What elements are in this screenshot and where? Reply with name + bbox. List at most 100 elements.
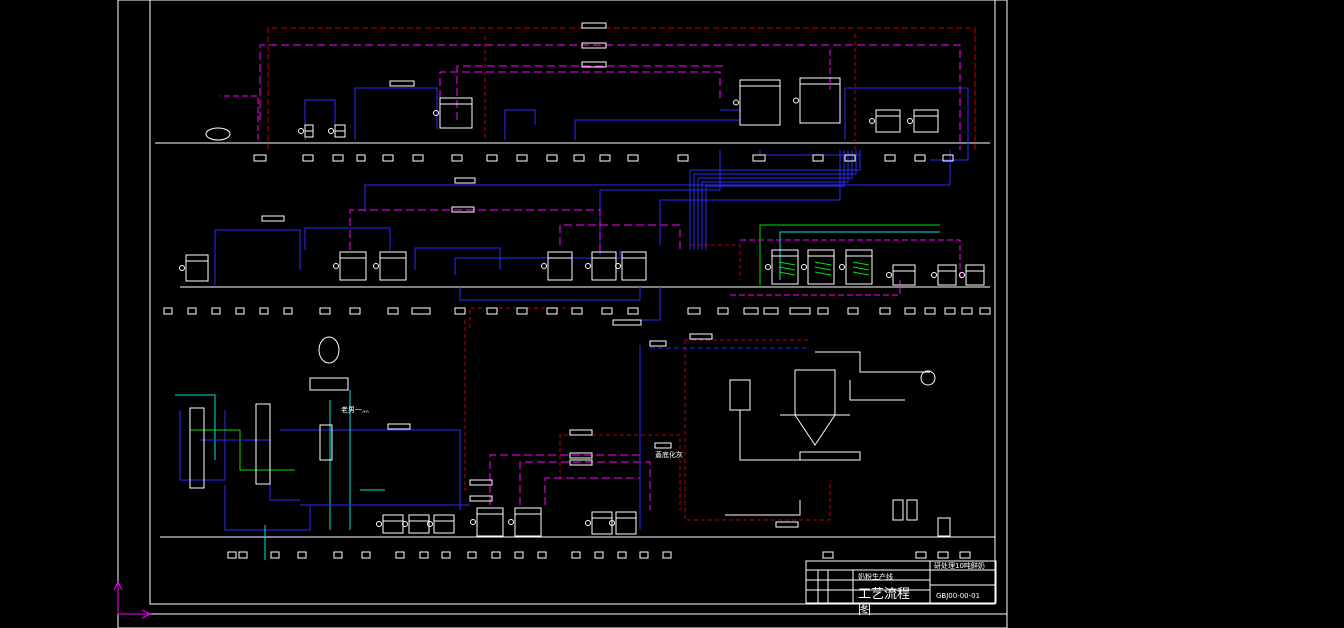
tag-box-29 (411, 307, 431, 315)
tag-box-31 (486, 307, 498, 315)
heater-box (729, 379, 751, 411)
drawing-title-suffix: 图 (858, 603, 872, 618)
tag-box-65 (617, 551, 627, 559)
tag-box-37 (687, 307, 701, 315)
title-block (805, 560, 997, 604)
tag-box-49 (979, 307, 991, 315)
evap-blue-3 (224, 485, 311, 531)
outer-border (117, 0, 1008, 628)
ucs-axes (117, 582, 150, 615)
tag-box-74 (581, 61, 607, 68)
coil-1-0 (814, 261, 832, 266)
tag-box-41 (789, 307, 811, 315)
tag-box-16 (844, 154, 856, 162)
transfer-line-4 (705, 150, 845, 250)
tag-box-84 (569, 459, 593, 466)
row3-tank-4 (514, 507, 542, 537)
tag-box-3 (356, 154, 366, 162)
valve (765, 264, 771, 270)
steam-row3-e (559, 434, 681, 510)
equipment-symbols (179, 77, 985, 537)
valve (931, 272, 937, 278)
row3-tank-1 (408, 514, 430, 534)
project-name: 研处理10吨鲜奶 (934, 562, 985, 570)
transfer-line-2 (697, 150, 853, 250)
row1-tank-2 (799, 77, 841, 124)
coil-2-2 (852, 271, 870, 276)
drawing-title: 工艺流程 (858, 587, 911, 602)
product-line-row2-2 (414, 247, 501, 270)
tag-box-36 (627, 307, 639, 315)
cip-row2b (559, 224, 681, 250)
tag-box-22 (211, 307, 221, 315)
tag-box-81 (649, 340, 667, 347)
tag-box-85 (469, 479, 493, 486)
tag-box-39 (743, 307, 759, 315)
tag-box-5 (412, 154, 424, 162)
tag-box-12 (627, 154, 639, 162)
tag-box-26 (319, 307, 331, 315)
valve (433, 110, 439, 116)
row1-tank-0 (439, 97, 473, 129)
valve (179, 265, 185, 271)
row2-tank-9 (807, 249, 835, 285)
valve (376, 521, 382, 527)
blue-row2-up (659, 150, 841, 245)
row2-tank-8 (771, 249, 799, 285)
tag-box-35 (601, 307, 613, 315)
row2-tank-11 (892, 264, 916, 286)
row3-tank-6 (615, 511, 637, 535)
tag-box-75 (389, 80, 415, 87)
chilled-water-supply (759, 224, 940, 285)
tag-box-4 (382, 154, 394, 162)
ucs-x-arrow (141, 609, 152, 619)
tag-box-30 (454, 307, 466, 315)
tag-box-23 (235, 307, 245, 315)
tag-box-87 (387, 423, 411, 430)
powder-line (725, 500, 801, 516)
hot-water-pipe (259, 44, 961, 150)
tag-box-47 (944, 307, 956, 315)
valve (373, 263, 379, 269)
fan-symbol (920, 370, 936, 386)
product-line-row2-4 (459, 285, 641, 301)
tag-box-34 (571, 307, 583, 315)
tag-box-14 (752, 154, 766, 162)
air-duct-1 (815, 351, 930, 373)
transfer-line-3 (701, 150, 849, 250)
coil-0-2 (778, 271, 796, 276)
hot-air-line (739, 410, 800, 461)
steam-row3-a (464, 320, 470, 491)
tag-box-76 (454, 177, 476, 184)
air-duct-2 (849, 380, 905, 401)
coil-2-1 (852, 266, 870, 271)
product-line-row1-3 (574, 119, 740, 140)
coil-0-0 (778, 261, 796, 266)
bag-silo-2 (906, 499, 918, 521)
tag-box-56 (395, 551, 405, 559)
tag-box-48 (961, 307, 973, 315)
row3-tank-0 (382, 514, 404, 534)
drawing-subtitle: 奶粉生产线 (858, 573, 893, 581)
tag-box-38 (717, 307, 729, 315)
steam-row3-c (684, 340, 831, 521)
tag-box-40 (763, 307, 779, 315)
tag-box-57 (419, 551, 429, 559)
tag-box-8 (516, 154, 528, 162)
cip-row3-b (519, 461, 651, 510)
cleaning-pipe (439, 71, 721, 100)
tag-box-73 (581, 42, 607, 49)
tag-box-6 (451, 154, 463, 162)
tag-box-53 (297, 551, 307, 559)
tag-box-20 (163, 307, 173, 315)
tag-box-62 (537, 551, 547, 559)
row3-tank-3 (476, 507, 504, 537)
transfer-line-1 (693, 150, 857, 250)
tag-box-32 (516, 307, 528, 315)
tag-box-68 (822, 551, 834, 559)
coil-0-1 (778, 266, 796, 271)
tag-box-63 (571, 551, 581, 559)
valve (733, 99, 739, 106)
tag-box-55 (361, 551, 371, 559)
chilled-water-return (779, 231, 940, 280)
